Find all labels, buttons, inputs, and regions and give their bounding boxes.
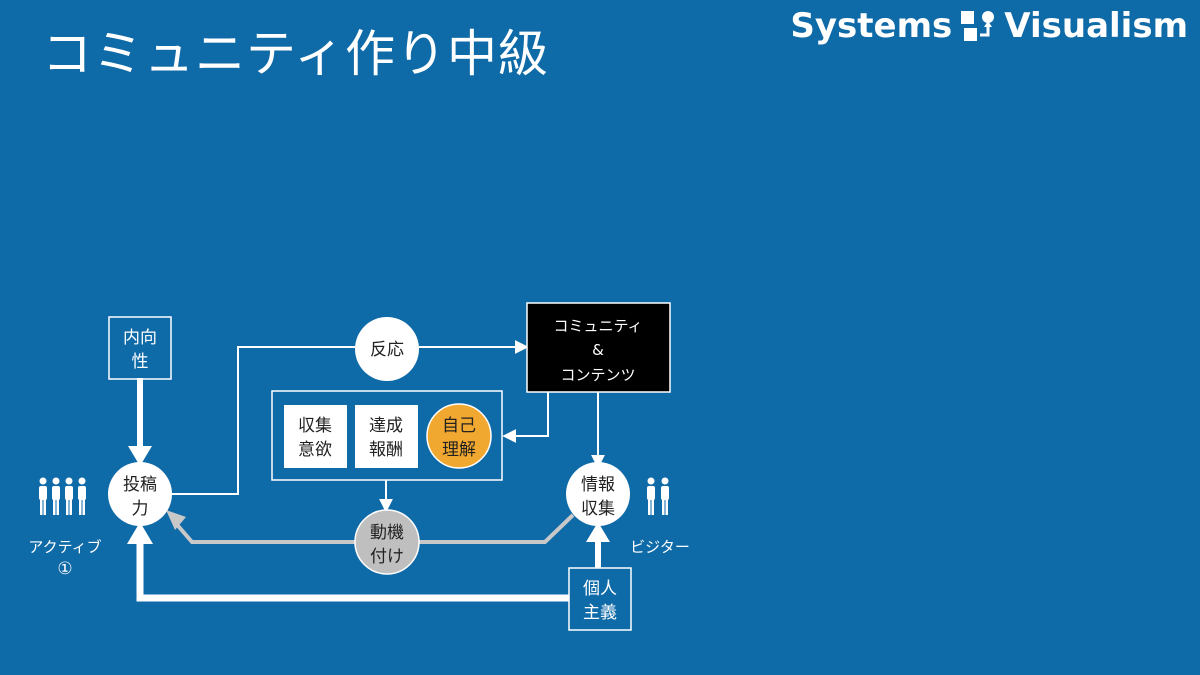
- node-info-gathering: 情報 収集: [566, 462, 630, 526]
- node-introvert-line1: 内向: [123, 328, 157, 348]
- node-collect-desire-line2: 意欲: [298, 440, 332, 460]
- arrow-community-to-motivation-box: [502, 392, 549, 443]
- node-posting-line1: 投稿: [123, 475, 157, 495]
- node-individualism-line1: 個人: [583, 579, 617, 599]
- node-reaction: 反応: [355, 317, 419, 381]
- node-motivation: 動機 付け: [354, 509, 420, 575]
- arrowhead-posting-bottom: [127, 522, 153, 544]
- motivation-factors-group: 収集 意欲 達成 報酬 自己 理解: [271, 390, 503, 481]
- node-achievement-line2: 報酬: [369, 440, 403, 460]
- node-info-gathering-line2: 収集: [581, 499, 615, 519]
- node-motivation-line2: 付け: [370, 547, 404, 567]
- node-achievement-line1: 達成: [369, 416, 403, 436]
- node-self-understanding: 自己 理解: [426, 403, 492, 469]
- node-posting-line2: 力: [132, 499, 149, 519]
- node-posting: 投稿 力: [108, 462, 172, 526]
- node-achievement: 達成 報酬: [355, 405, 418, 468]
- arrowhead-info-bottom: [586, 522, 610, 542]
- systems-visualism-logo-icon: [961, 11, 995, 41]
- arrow-individualism-to-posting: [136, 542, 569, 602]
- node-info-gathering-line1: 情報: [581, 475, 615, 495]
- arrowhead-gray-posting: [166, 510, 186, 530]
- connectors: [127, 340, 610, 602]
- page-title: コミュニティ作り中級: [42, 25, 549, 83]
- node-community-line3: コンテンツ: [560, 366, 635, 384]
- node-collect-desire: 収集 意欲: [284, 405, 347, 468]
- node-community-line2: &: [592, 341, 604, 359]
- arrow-motivation-to-posting: [171, 518, 355, 544]
- node-introvert: 内向 性: [108, 316, 172, 380]
- node-reaction-label: 反応: [370, 340, 404, 360]
- arrow-posting-to-reaction: [168, 346, 355, 495]
- label-active-number: ①: [57, 559, 72, 579]
- node-self-understanding-line1: 自己: [442, 416, 476, 436]
- brand-name-left: Systems: [790, 6, 953, 46]
- node-individualism-line2: 主義: [583, 603, 617, 623]
- node-self-understanding-line2: 理解: [442, 440, 476, 460]
- brand-logo: Systems Visualism: [790, 6, 1188, 46]
- node-community-line1: コミュニティ: [553, 317, 642, 335]
- node-individualism: 個人 主義: [568, 567, 632, 631]
- arrowhead-posting-top: [128, 446, 152, 466]
- two-people-icon: [647, 477, 669, 515]
- label-visitor: ビジター: [630, 538, 690, 556]
- node-motivation-line1: 動機: [370, 523, 404, 543]
- arrow-info-to-motivation: [419, 513, 575, 544]
- node-introvert-line2: 性: [132, 352, 149, 372]
- four-people-icon: [39, 477, 86, 515]
- node-collect-desire-line1: 収集: [298, 416, 332, 436]
- brand-name-right: Visualism: [1004, 6, 1188, 46]
- label-active: アクティブ: [28, 538, 101, 556]
- node-community: コミュニティ & コンテンツ: [526, 302, 671, 393]
